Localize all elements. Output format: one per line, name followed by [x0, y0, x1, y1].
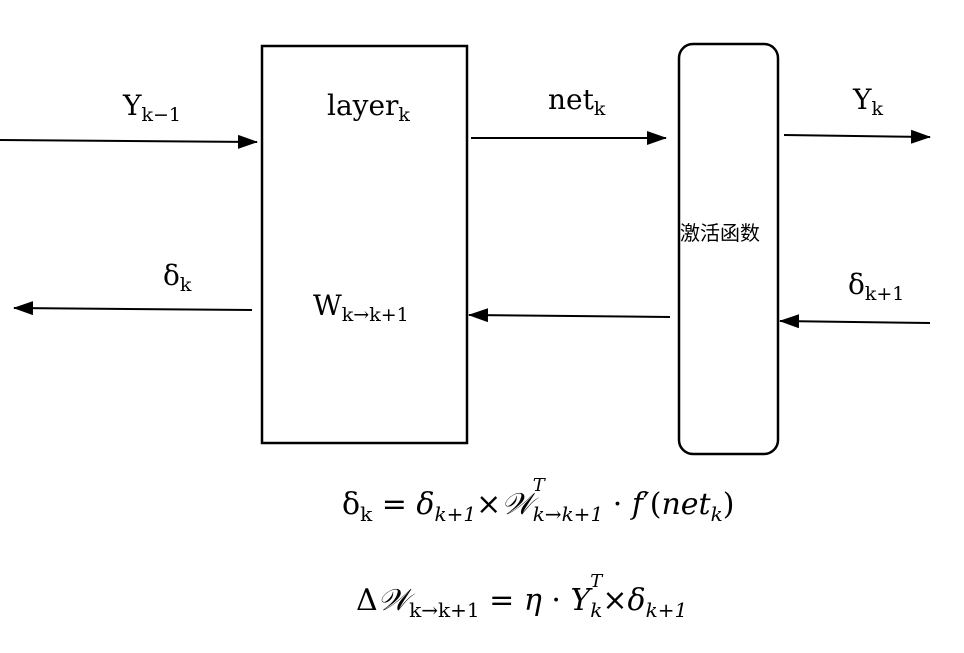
label-net: netk: [548, 83, 606, 120]
label-delta-out: δk: [163, 259, 192, 296]
arrow-delta-in: [779, 314, 931, 329]
arrow-y-in: [0, 134, 258, 149]
weight-label: Wk→k+1: [313, 289, 409, 326]
arrow-delta-out: [13, 301, 253, 316]
arrow-y-out: [783, 129, 931, 144]
activation-box: [677, 42, 780, 456]
label-y-out: Yk: [853, 83, 883, 120]
label-y-in: Yk−1: [123, 89, 182, 126]
label-delta-in: δk+1: [848, 268, 905, 305]
arrow-delta-back: [468, 308, 671, 323]
layer-box: [260, 44, 469, 445]
layer-title: layerk: [327, 89, 410, 126]
activation-label: 激活函数: [680, 221, 760, 245]
